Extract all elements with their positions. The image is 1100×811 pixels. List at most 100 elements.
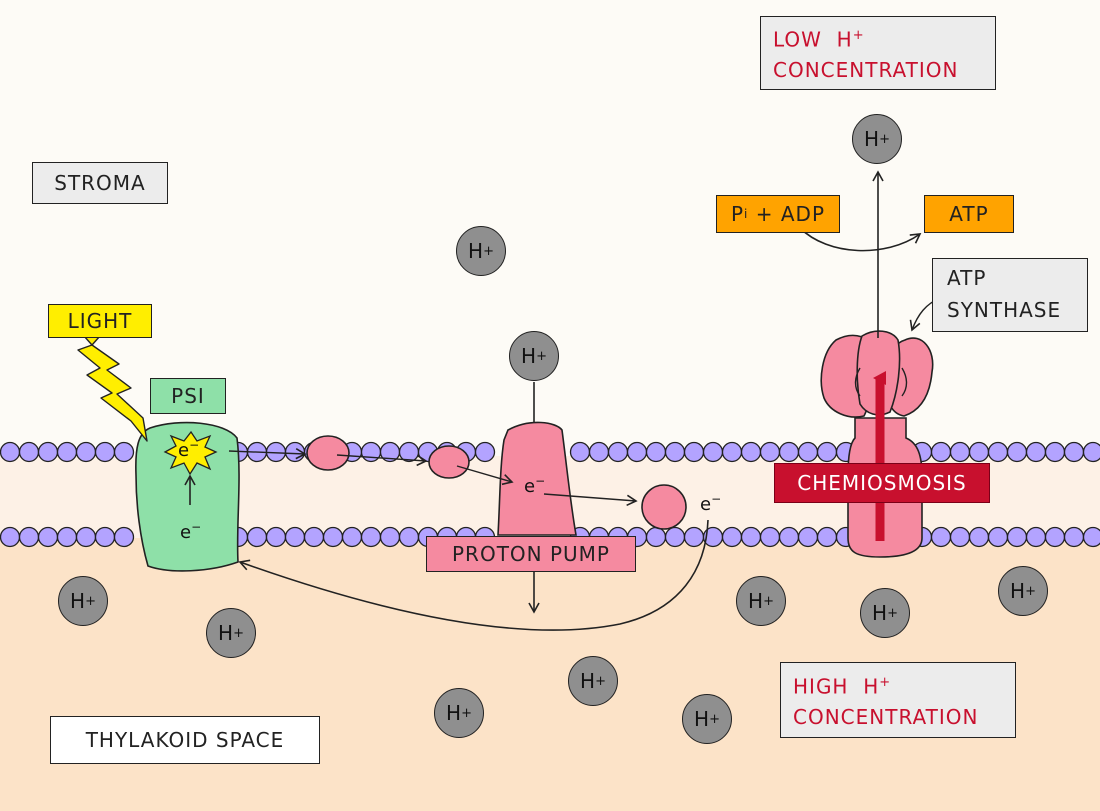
phospholipid-head: [1082, 526, 1100, 548]
atp-label: ATP: [924, 195, 1014, 233]
phospholipid-head: [1063, 441, 1085, 463]
chemiosmosis-label: CHEMIOSMOSIS: [774, 463, 990, 503]
phospholipid-head: [626, 441, 648, 463]
electron-flow-arrow-1: [228, 447, 307, 460]
phospholipid-head: [683, 526, 705, 548]
phospholipid-head: [360, 441, 382, 463]
atp-synthase-line-1: ATP: [947, 266, 987, 290]
phospholipid-head: [968, 526, 990, 548]
phospholipid-head: [645, 526, 667, 548]
phospholipid-head: [987, 526, 1009, 548]
phospholipid-head: [360, 526, 382, 548]
phospholipid-head: [949, 441, 971, 463]
hydrogen-ion: H+: [568, 656, 618, 706]
phospholipid-head: [797, 526, 819, 548]
hydrogen-ion: H+: [434, 688, 484, 738]
electron-excited: e−: [178, 438, 200, 461]
phospholipid-head: [284, 441, 306, 463]
phospholipid-head: [94, 441, 116, 463]
phospholipid-head: [265, 526, 287, 548]
stroma-label: STROMA: [32, 162, 168, 204]
phospholipid-head: [322, 526, 344, 548]
pi-symbol: P: [730, 202, 745, 226]
phospholipid-head: [569, 441, 591, 463]
phospholipid-head: [398, 526, 420, 548]
adp-text: + ADP: [748, 202, 826, 226]
phospholipid-head: [0, 526, 21, 548]
phospholipid-head: [1082, 441, 1100, 463]
pi-subscript: i: [744, 207, 749, 221]
phospholipid-head: [759, 526, 781, 548]
hydrogen-ion: H+: [682, 694, 732, 744]
hydrogen-ion: H+: [852, 114, 902, 164]
phospholipid-head: [284, 526, 306, 548]
electron-flow-arrow-3: [456, 465, 514, 486]
phospholipid-head: [949, 526, 971, 548]
phospholipid-head: [664, 441, 686, 463]
atp-synthase-label: ATP SYNTHASE: [932, 258, 1088, 332]
phospholipid-head: [930, 441, 952, 463]
hydrogen-ion: H+: [736, 576, 786, 626]
phospholipid-head: [607, 441, 629, 463]
high-h-concentration-label: HIGH H+ CONCENTRATION: [780, 662, 1016, 738]
phospholipid-head: [1044, 441, 1066, 463]
phospholipid-head: [303, 526, 325, 548]
electron-flow-arrow-4: [543, 493, 638, 507]
electron-flow-arrow-2: [336, 454, 428, 467]
high-h-line-1: HIGH H+: [793, 674, 892, 699]
phospholipid-head: [759, 441, 781, 463]
phospholipid-head: [987, 441, 1009, 463]
phospholipid-head: [398, 441, 420, 463]
electron-carrier-3: [641, 484, 687, 530]
phospholipid-head: [1025, 526, 1047, 548]
phospholipid-head: [75, 441, 97, 463]
phospholipid-head: [113, 526, 135, 548]
phospholipid-head: [968, 441, 990, 463]
hydrogen-ion: H+: [860, 588, 910, 638]
hydrogen-ion: H+: [206, 608, 256, 658]
excited-electron-star-icon: [163, 430, 218, 476]
electron-proton-pump: e−: [524, 474, 546, 497]
phospholipid-head: [664, 526, 686, 548]
phospholipid-head: [1006, 526, 1028, 548]
phospholipid-head: [18, 526, 40, 548]
atp-synthase-rotor-mark-left: [854, 367, 861, 397]
phospholipid-head: [740, 441, 762, 463]
phospholipid-head: [797, 441, 819, 463]
phospholipid-head: [721, 441, 743, 463]
phospholipid-head: [740, 526, 762, 548]
atp-synthase-rotor-mark-right: [901, 367, 908, 397]
phospholipid-head: [721, 526, 743, 548]
phospholipid-head: [778, 526, 800, 548]
phospholipid-head: [1044, 526, 1066, 548]
phospholipid-head: [18, 441, 40, 463]
psi-complex: [135, 421, 240, 572]
phospholipid-head: [56, 441, 78, 463]
electron-carrier-2: [428, 445, 470, 479]
thylakoid-space-label: THYLAKOID SPACE: [50, 716, 320, 764]
low-h-concentration-label: LOW H+ CONCENTRATION: [760, 16, 996, 90]
atp-synthase-line-2: SYNTHASE: [947, 298, 1062, 322]
phospholipid-head: [702, 441, 724, 463]
phospholipid-head: [75, 526, 97, 548]
phospholipid-head: [683, 441, 705, 463]
phospholipid-head: [37, 441, 59, 463]
hydrogen-ion: H+: [998, 566, 1048, 616]
phospholipid-head: [1025, 441, 1047, 463]
phospholipid-head: [37, 526, 59, 548]
low-h-line-2: CONCENTRATION: [773, 57, 959, 82]
adp-to-atp-arrow: [799, 227, 922, 252]
electron-psi: e−: [180, 520, 202, 543]
phospholipid-head: [930, 526, 952, 548]
electron-return-arrow: [238, 519, 709, 631]
phospholipid-head: [816, 526, 838, 548]
phospholipid-head: [379, 526, 401, 548]
light-label: LIGHT: [48, 304, 152, 338]
phospholipid-head: [56, 526, 78, 548]
light-bolt-icon: [77, 335, 148, 442]
psi-label: PSI: [150, 378, 226, 414]
phospholipid-head: [94, 526, 116, 548]
low-h-line-1: LOW H+: [773, 27, 865, 52]
phospholipid-head: [246, 526, 268, 548]
